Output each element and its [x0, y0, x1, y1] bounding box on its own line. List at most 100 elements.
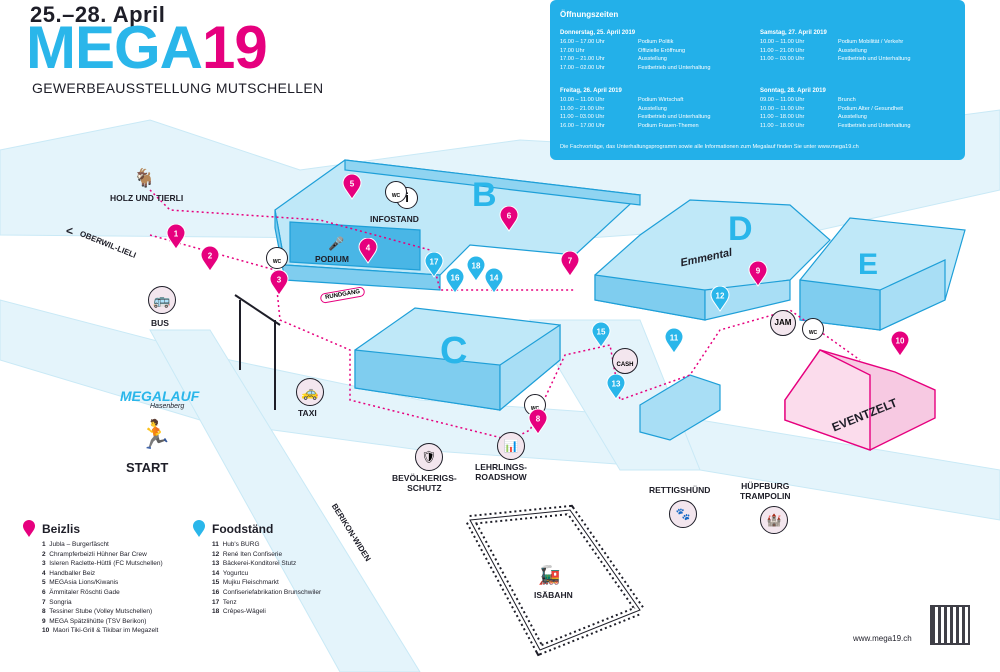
food-pin-icon — [192, 520, 206, 538]
taxi-icon[interactable]: 🚕 — [296, 378, 324, 406]
map-pin-1[interactable]: 1 — [166, 223, 186, 250]
hall-c-label: C — [440, 330, 468, 372]
wc-icon[interactable]: WC — [385, 181, 407, 203]
map-pin-18[interactable]: 18 — [466, 255, 486, 282]
map-pin-13[interactable]: 13 — [606, 373, 626, 400]
opening-hours-title: Öffnungszeiten — [560, 10, 619, 19]
day-friday: Freitag, 26. April 2019 10.00 – 11.00 Uh… — [560, 88, 760, 130]
infostand-label: INFOSTAND — [370, 214, 419, 224]
website-url[interactable]: www.mega19.ch — [853, 634, 912, 643]
hall-c[interactable] — [354, 307, 561, 412]
isaebahn-label: ISÄBAHN — [534, 590, 573, 600]
svg-text:16: 16 — [451, 274, 460, 283]
list-item: 11 Hub's BURG — [212, 541, 260, 548]
hall-d-label: D — [728, 210, 753, 248]
svg-text:13: 13 — [612, 380, 621, 389]
beizlis-list: 1 Jubla – Burgerfäscht 2 Chrampferbeizli… — [42, 540, 163, 636]
huepfburg-label: HÜPFBURG TRAMPOLIN — [740, 481, 791, 501]
svg-text:12: 12 — [716, 292, 725, 301]
food-title: Foodständ — [212, 522, 274, 536]
shield-icon[interactable]: 🛡 — [415, 443, 443, 471]
list-item: 9 MEGA Spätzlihütte (TSV Berikon) — [42, 617, 147, 625]
day-saturday: Samstag, 27. April 2019 10.00 – 11.00 Uh… — [760, 30, 960, 64]
day-title: Samstag, 27. April 2019 — [760, 30, 827, 36]
jam-icon[interactable]: JAM — [770, 310, 796, 336]
start-gate — [234, 294, 281, 410]
beizlis-title: Beizlis — [42, 522, 81, 536]
eventzelt-tent[interactable] — [784, 349, 936, 451]
map-pin-14[interactable]: 14 — [484, 267, 504, 294]
bus-label: BUS — [151, 318, 169, 328]
map-pin-9[interactable]: 9 — [748, 260, 768, 287]
map-pin-4[interactable]: 4 — [358, 237, 378, 264]
map-pin-5[interactable]: 5 — [342, 173, 362, 200]
small-building — [639, 374, 721, 441]
bus-icon[interactable]: 🚌 — [148, 286, 176, 314]
svg-text:17: 17 — [430, 258, 439, 267]
opening-hours-panel: Öffnungszeiten Donnerstag, 25. April 201… — [550, 0, 965, 160]
podium-label: PODIUM — [315, 254, 349, 264]
map-pin-3[interactable]: 3 — [269, 269, 289, 296]
holz-tierli-label: HOLZ UND TIERLI — [110, 193, 184, 203]
rettigshuend-label: RETTIGSHÜND — [649, 485, 711, 495]
map-pin-11[interactable]: 11 — [664, 327, 684, 354]
map-pin-12[interactable]: 12 — [710, 285, 730, 312]
wc-icon[interactable]: WC — [802, 318, 824, 340]
svg-text:1: 1 — [174, 230, 179, 239]
day-thursday: Donnerstag, 25. April 2019 16.00 – 17.00… — [560, 30, 760, 72]
hall-d[interactable] — [594, 199, 831, 321]
opening-hours-note: Die Fachvorträge, das Unterhaltungsprogr… — [560, 144, 859, 150]
walking-path — [149, 189, 861, 441]
list-item: 6 Ämmitaler Röschti Gade — [42, 588, 120, 596]
map-pin-6[interactable]: 6 — [499, 205, 519, 232]
event-subtitle: GEWERBEAUSSTELLUNG MUTSCHELLEN — [32, 80, 324, 96]
list-item: 3 Isleren Raclette-Hüttli (FC Mutschelle… — [42, 560, 163, 568]
list-item: 18 Crêpes-Wägeli — [212, 608, 266, 616]
event-dates: 25.–28. April — [30, 2, 166, 27]
list-item: 15 Mujku Fleischmarkt — [212, 579, 279, 587]
list-item: 14 Yogurtcu — [212, 569, 249, 577]
castle-icon[interactable]: 🏰 — [760, 506, 788, 534]
map-pin-10[interactable]: 10 — [890, 330, 910, 357]
hall-e[interactable] — [799, 217, 966, 331]
list-item: 1 Jubla – Burgerfäscht — [42, 541, 109, 548]
map-pin-15[interactable]: 15 — [591, 321, 611, 348]
wc-icon[interactable]: WC — [266, 247, 288, 269]
svg-text:6: 6 — [507, 212, 512, 221]
map-pin-17[interactable]: 17 — [424, 251, 444, 278]
map-pin-7[interactable]: 7 — [560, 250, 580, 277]
svg-text:7: 7 — [568, 257, 573, 266]
list-item: 4 Handballer Beiz — [42, 569, 96, 577]
list-item: 2 Chrampferbeizli Hühner Bar Crew — [42, 550, 147, 558]
list-item: 8 Tessiner Stube (Volley Mutschellen) — [42, 608, 153, 616]
map-pin-16[interactable]: 16 — [445, 267, 465, 294]
svg-text:10: 10 — [896, 337, 905, 346]
map-pin-2[interactable]: 2 — [200, 245, 220, 272]
svg-text:4: 4 — [366, 244, 371, 253]
paw-icon[interactable]: 🐾 — [669, 500, 697, 528]
cash-icon[interactable]: CASH — [612, 348, 638, 374]
beizli-pin-icon — [22, 520, 36, 538]
mega19-logo: MEGA19 — [26, 18, 268, 78]
roadshow-icon[interactable]: 📊 — [497, 432, 525, 460]
qr-code[interactable] — [930, 605, 970, 645]
map-pin-8[interactable]: 8 — [528, 408, 548, 435]
svg-text:18: 18 — [472, 262, 481, 271]
train-icon: 🚂 — [538, 565, 561, 585]
svg-text:11: 11 — [670, 334, 679, 343]
food-list: 11 Hub's BURG 12 René Iten Confiserie 13… — [212, 540, 321, 617]
list-item: 13 Bäckerei-Konditorei Stutz — [212, 560, 297, 568]
animal-icon: 🐐 — [133, 168, 156, 188]
list-item: 10 Maori Tiki-Grill & Tikibar im Megazel… — [42, 627, 159, 635]
svg-text:15: 15 — [597, 328, 606, 337]
microphone-icon: 🎤 — [328, 236, 345, 251]
